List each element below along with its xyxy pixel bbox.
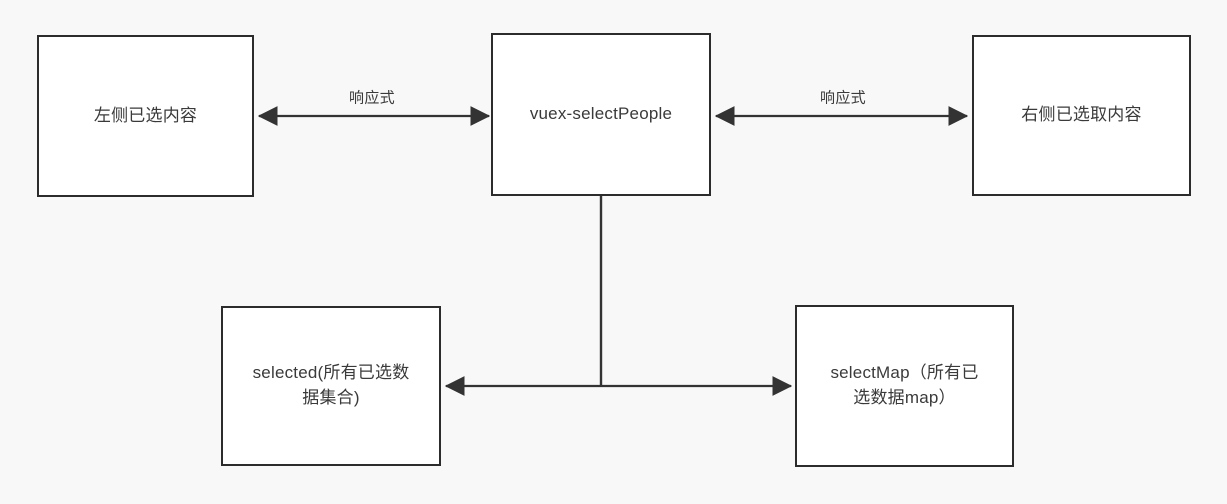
node-select-map-label: selectMap（所有已 选数据map） — [830, 363, 979, 407]
node-selected-collection[interactable]: selected(所有已选数 据集合) — [221, 306, 441, 466]
node-left-selected-content[interactable]: 左侧已选内容 — [37, 35, 254, 197]
node-left-selected-content-label: 左侧已选内容 — [93, 105, 198, 125]
node-right-selected-content[interactable]: 右侧已选取内容 — [972, 35, 1191, 196]
edge-label-center-right: 响应式 — [820, 89, 866, 107]
node-right-selected-content-label: 右侧已选取内容 — [1021, 105, 1142, 125]
node-vuex-selectpeople-label: vuex-selectPeople — [529, 104, 673, 124]
node-select-map[interactable]: selectMap（所有已 选数据map） — [795, 305, 1014, 467]
node-selected-collection-label: selected(所有已选数 据集合) — [252, 363, 410, 407]
node-vuex-selectpeople[interactable]: vuex-selectPeople — [491, 33, 711, 196]
edge-label-left-center: 响应式 — [349, 89, 395, 107]
